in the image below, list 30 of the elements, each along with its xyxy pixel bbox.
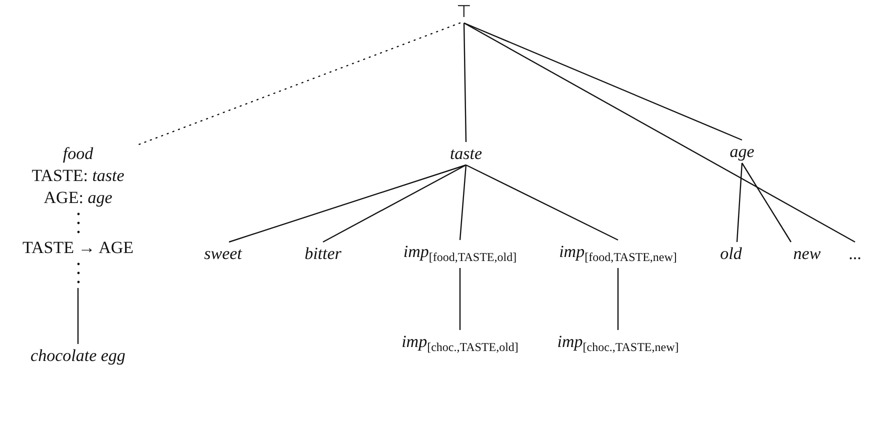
node-label: new [793,244,821,264]
tree-branch [736,162,743,242]
tree-branch [463,22,467,142]
tree-branch [464,22,742,141]
node-label: food [62,143,94,165]
node-label: old [720,244,742,264]
attribute-label: AGE: age [42,187,114,209]
attribute-label: TASTE → AGE [22,237,134,259]
node-label: imp$_{[choc.,TASTE,old]}$ [402,332,518,357]
dotted-line [136,22,461,146]
tree-branch [741,162,792,242]
node-label: taste [450,144,482,164]
node-label: sweet [204,244,242,264]
node-label: age [730,142,754,162]
node-label: imp$_{[choc.,TASTE,new]}$ [557,332,679,357]
tree-branch [322,164,466,243]
tree-branch [459,164,467,240]
tree-branch [466,164,618,241]
node-label: ... [848,244,862,264]
tree-branch [77,288,79,344]
attribute-label: TASTE: taste [30,165,126,187]
node-label: bitter [304,244,342,264]
tree-branch [617,268,619,330]
tree-branch [459,268,461,330]
node-label: imp$_{[food,TASTE,new]}$ [559,242,677,267]
tree-branch [228,164,466,243]
tree-branch [464,22,856,243]
node-label: ⊤ [456,2,472,22]
node-label: imp$_{[food,TASTE,old]}$ [403,242,517,267]
node-label: chocolate egg [30,346,126,366]
